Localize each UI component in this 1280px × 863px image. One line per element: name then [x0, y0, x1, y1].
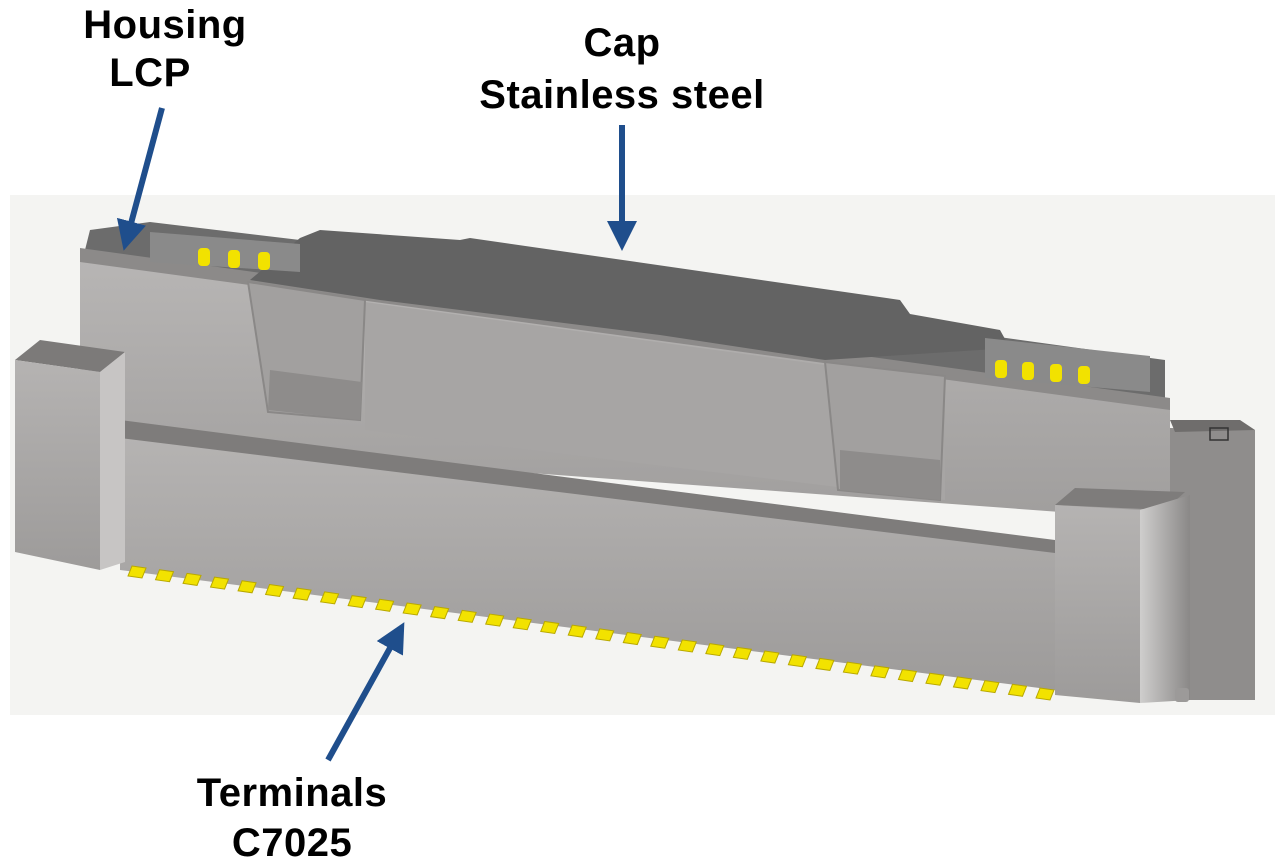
top-left-contact-window: [150, 232, 300, 272]
terminal-pin: [622, 631, 642, 646]
cap-clip-left-slot: [268, 370, 362, 420]
cap-material-label: Stainless steel: [479, 73, 764, 117]
terminal-pin: [815, 657, 835, 671]
terminal-row: [127, 565, 1055, 701]
left-end-block-front: [15, 360, 100, 570]
terminal-pin: [319, 591, 340, 605]
terminals-label: Terminals: [197, 771, 388, 815]
left-end-block-side: [100, 352, 125, 570]
top-contact: [1078, 366, 1090, 384]
terminal-pin: [842, 661, 863, 675]
terminal-pin: [209, 576, 230, 590]
terminal-pin: [952, 676, 973, 690]
terminal-pin: [374, 598, 395, 612]
terminal-pin: [567, 624, 587, 638]
cap-clip-right-slot: [840, 450, 940, 500]
terminal-pin: [787, 654, 808, 668]
terminal-pin: [1007, 683, 1028, 697]
terminal-pin: [402, 602, 422, 616]
terminal-pin: [237, 580, 257, 594]
right-end-block-front: [1055, 505, 1140, 703]
top-contact: [228, 250, 240, 268]
terminal-pin: [457, 609, 477, 623]
terminal-pin: [292, 587, 312, 601]
rear-right-block-top: [1170, 420, 1255, 432]
terminal-pin: [1035, 687, 1055, 701]
terminal-pin: [540, 620, 560, 635]
terminal-pin: [347, 595, 367, 609]
terminal-pin: [870, 665, 890, 679]
terminal-pin: [650, 635, 670, 649]
terminal-pin: [595, 628, 615, 642]
housing-label: Housing: [83, 3, 246, 47]
cap-label: Cap: [583, 21, 660, 65]
rear-right-block: [1170, 428, 1255, 700]
lower-housing-front: [120, 438, 1055, 690]
terminal-pin: [264, 583, 285, 598]
terminal-pin: [512, 617, 532, 631]
top-contact: [198, 248, 210, 266]
terminal-pin: [897, 668, 918, 683]
right-end-peg: [1175, 688, 1189, 702]
terminals-material-label: C7025: [232, 821, 352, 863]
right-end-block-side: [1140, 495, 1190, 703]
left-end-block-top: [15, 340, 125, 372]
terminal-pin: [732, 646, 753, 660]
right-end-block-top: [1055, 488, 1185, 510]
connector-body: [15, 222, 1255, 703]
terminal-pin: [484, 613, 505, 627]
top-contact: [1022, 362, 1034, 380]
cap-top-surface: [250, 230, 1010, 360]
terminal-pin: [429, 606, 450, 620]
rear-right-marking: [1209, 427, 1229, 441]
terminal-pin: [705, 643, 725, 657]
metal-cap: [246, 230, 1010, 502]
terminals-arrow: [325, 622, 405, 762]
lower-housing-top-edge: [120, 420, 1055, 555]
top-contact: [1050, 364, 1062, 382]
top-right-contact-window: [985, 338, 1150, 392]
terminal-pin: [925, 672, 945, 686]
housing-arrow: [116, 107, 165, 251]
terminal-pin: [980, 680, 1000, 694]
terminal-pin: [154, 569, 175, 583]
terminal-pin: [677, 639, 698, 653]
top-contact: [995, 360, 1007, 378]
top-contact: [258, 252, 270, 270]
terminal-pin: [760, 650, 780, 664]
housing-material-label: LCP: [109, 51, 191, 95]
terminal-pin: [127, 565, 147, 579]
cap-front-face: [365, 302, 945, 500]
terminal-pin: [182, 572, 202, 586]
